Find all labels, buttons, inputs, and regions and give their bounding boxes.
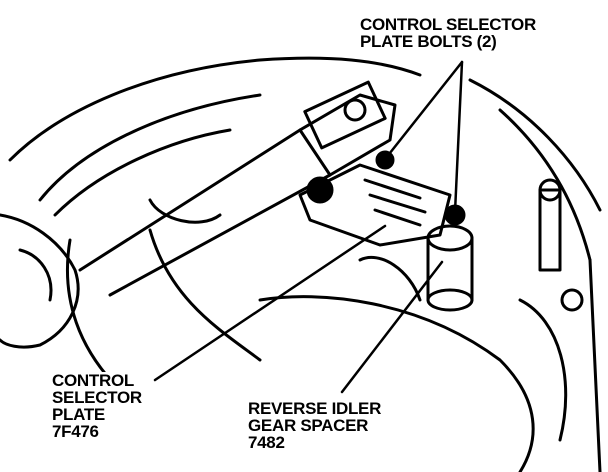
- leader-spacer: [340, 260, 444, 394]
- case-details: [148, 178, 584, 472]
- label-line: PLATE BOLTS (2): [360, 32, 497, 51]
- label-control-selector-plate-bolts: CONTROL SELECTOR PLATE BOLTS (2): [360, 16, 536, 50]
- part-number: 7F476: [52, 422, 99, 441]
- label-line: GEAR SPACER: [248, 416, 369, 435]
- part-number: 7482: [248, 433, 285, 452]
- label-line: CONTROL SELECTOR: [360, 15, 536, 34]
- label-line: SELECTOR: [52, 388, 142, 407]
- label-line: CONTROL: [52, 371, 134, 390]
- label-line: REVERSE IDLER: [248, 399, 382, 418]
- label-control-selector-plate: CONTROL SELECTOR PLATE 7F476: [52, 372, 142, 440]
- leader-plate: [153, 224, 387, 382]
- reverse-idler-spacer: [426, 224, 474, 312]
- leader-lines: [153, 60, 464, 394]
- label-line: PLATE: [52, 405, 105, 424]
- transmission-case-outline: [8, 56, 602, 472]
- hand-wrench: [0, 213, 80, 349]
- selector-shaft: [78, 80, 397, 297]
- leader-bolt-1: [380, 60, 464, 165]
- leader-bolt-2: [453, 60, 464, 214]
- label-reverse-idler-gear-spacer: REVERSE IDLER GEAR SPACER 7482: [248, 400, 381, 451]
